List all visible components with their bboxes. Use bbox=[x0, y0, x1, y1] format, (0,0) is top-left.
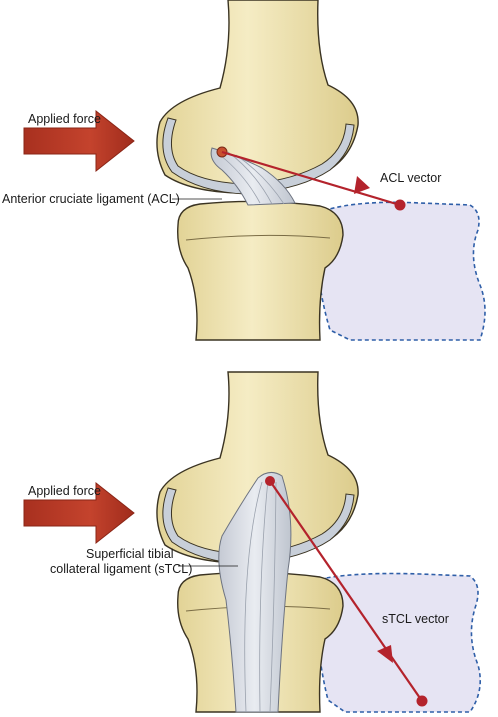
acl-vector-label: ACL vector bbox=[380, 171, 441, 185]
acl-vector-endpoint bbox=[394, 199, 406, 211]
stcl-vector-endpoint bbox=[416, 695, 428, 707]
stcl-ligament-label-line2: collateral ligament (sTCL) bbox=[50, 562, 192, 576]
tibia bbox=[177, 200, 344, 341]
stcl-fibers bbox=[244, 479, 277, 713]
applied-force-arrow bbox=[23, 109, 135, 173]
stcl-vector-line bbox=[269, 480, 423, 702]
stcl-vector-label: sTCL vector bbox=[382, 612, 449, 626]
applied-force-arrow bbox=[23, 481, 135, 545]
applied-force-label: Applied force bbox=[28, 484, 101, 498]
femoral-cartilage bbox=[162, 487, 355, 565]
tibia-plateau-line bbox=[185, 234, 331, 241]
acl-vector-line bbox=[221, 150, 401, 207]
acl-ligament-label: Anterior cruciate ligament (ACL) bbox=[2, 192, 180, 206]
stcl-ligament bbox=[218, 472, 292, 713]
acl-vector-arrowhead bbox=[354, 176, 370, 194]
displacement-region bbox=[315, 201, 486, 341]
panel-acl: Applied force Anterior cruciate ligament… bbox=[2, 0, 486, 341]
stcl-ligament-label-line1: Superficial tibial bbox=[86, 547, 174, 561]
applied-force-label: Applied force bbox=[28, 112, 101, 126]
femoral-cartilage bbox=[162, 117, 355, 195]
panel-stcl: Applied force Superficial tibial collate… bbox=[23, 371, 481, 713]
stcl-vector-arrowhead bbox=[377, 645, 393, 663]
